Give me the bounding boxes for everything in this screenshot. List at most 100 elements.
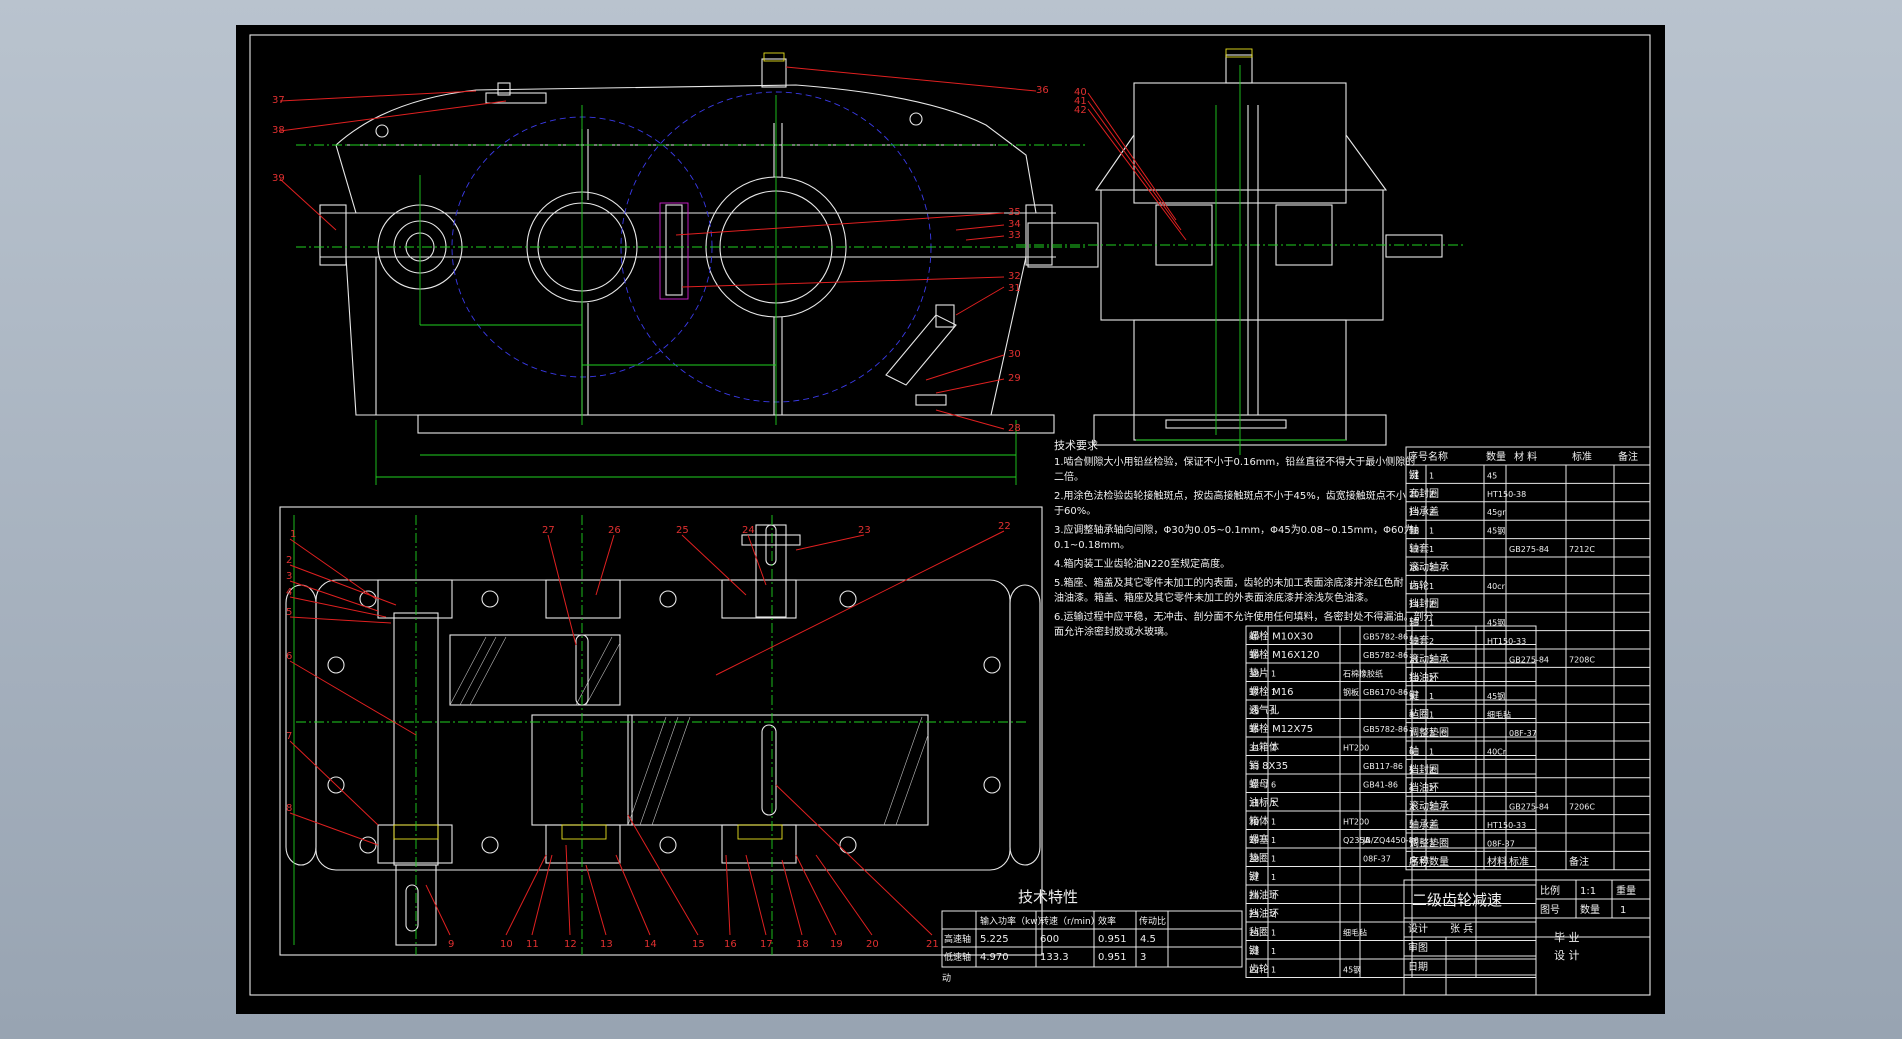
- part-cell: 7208C: [1569, 655, 1595, 664]
- part-cell: 22: [1249, 966, 1259, 975]
- part-cell: 轴套: [1409, 542, 1429, 555]
- part-cell: 1: [1271, 688, 1276, 697]
- part-cell: 1: [1271, 966, 1276, 975]
- part-cell: 36: [1249, 707, 1259, 716]
- balloon-22: 22: [998, 521, 1011, 532]
- part-cell: 垫片: [1249, 667, 1269, 680]
- part-cell: 13: [1409, 619, 1419, 628]
- part-cell: HT150-38: [1487, 490, 1526, 499]
- part-cell: 3: [1409, 803, 1414, 812]
- part-cell: 11: [1409, 655, 1419, 664]
- part-cell: 1: [1271, 873, 1276, 882]
- balloon-13: 13: [600, 939, 613, 950]
- part-cell: 齿轮: [1249, 963, 1269, 976]
- part-cell: 齿轮: [1409, 579, 1429, 592]
- part-cell: 08F-37: [1363, 855, 1391, 864]
- tech-req-line: 3.应调整轴承轴向间隙，Φ30为0.05~0.1mm，Φ45为0.08~0.15…: [1054, 523, 1414, 536]
- tc-cell: 4.5: [1140, 934, 1156, 945]
- part-cell: 7: [1409, 729, 1414, 738]
- part-cell: 38: [1249, 670, 1259, 679]
- part-cell: 2: [1271, 910, 1276, 919]
- part-cell: 螺母: [1249, 779, 1269, 791]
- part-cell: 8: [1409, 711, 1414, 720]
- part-cell: 45钢: [1487, 618, 1505, 628]
- part-cell: 1: [1271, 892, 1276, 901]
- part-cell: 1: [1429, 471, 1434, 480]
- part-cell: 33: [1249, 762, 1259, 771]
- part-cell: 21: [1409, 471, 1419, 480]
- balloon-35: 35: [1008, 207, 1021, 218]
- part-cell: 滚动轴承: [1409, 800, 1449, 813]
- tech-requirements: 技术要求 1.啮合侧隙大小用铅丝检验，保证不小于0.16mm，铅丝直径不得大于最…: [1054, 439, 1434, 638]
- parts-header-cell: 标准: [1509, 856, 1529, 868]
- part-cell: 2: [1429, 784, 1434, 793]
- parts-header-cell: 备注: [1618, 450, 1638, 463]
- part-cell: 29: [1249, 836, 1259, 845]
- part-cell: 7206C: [1569, 803, 1595, 812]
- part-cell: 2: [1429, 839, 1434, 848]
- part-cell: 螺栓 M12X75: [1249, 722, 1313, 735]
- tech-req-line: 油油漆。箱盖、箱座及其它零件未加工的外表面涂底漆并涂浅灰色油漆。: [1054, 591, 1374, 604]
- part-cell: HT150-33: [1487, 637, 1526, 646]
- balloon-7: 7: [286, 731, 292, 742]
- part-cell: HT200: [1343, 818, 1369, 827]
- part-cell: 9: [1409, 692, 1414, 701]
- project-line1: 毕 业: [1554, 931, 1580, 944]
- tech-req-line: 2.用涂色法检验齿轮接触斑点，按齿高接触斑点不小于45%，齿宽接触斑点不小: [1054, 489, 1406, 502]
- part-cell: 螺栓 M16X120: [1249, 648, 1319, 661]
- part-cell: 轴套: [1409, 634, 1429, 647]
- date-label: 日期: [1408, 961, 1428, 973]
- part-cell: GB275-84: [1509, 655, 1549, 664]
- balloon-1: 1: [290, 529, 296, 540]
- balloon-30: 30: [1008, 349, 1021, 360]
- balloon-38: 38: [272, 125, 285, 136]
- balloon-12: 12: [564, 939, 577, 950]
- part-cell: 32: [1249, 781, 1259, 790]
- part-cell: 螺栓 M16: [1249, 685, 1294, 698]
- part-cell: 25: [1249, 910, 1259, 919]
- part-cell: 28: [1249, 855, 1259, 864]
- title-block: 二级齿轮减速 比例 1:1 重量 图号 数量 1 设计 张 兵 审图 日期 毕 …: [1403, 879, 1651, 996]
- part-cell: 08F-37: [1487, 839, 1515, 848]
- part-cell: 键: [1409, 689, 1419, 702]
- parts-header-cell: 标准: [1572, 451, 1592, 463]
- part-cell: 16: [1409, 563, 1419, 572]
- part-cell: GB275-84: [1509, 803, 1549, 812]
- balloon-5: 5: [286, 607, 292, 618]
- part-cell: 2: [1429, 674, 1434, 683]
- part-cell: 轴: [1409, 524, 1419, 537]
- part-cell: 销 8X35: [1249, 759, 1288, 772]
- part-cell: 1: [1429, 692, 1434, 701]
- part-cell: 2: [1429, 637, 1434, 646]
- part-cell: GB41-86: [1363, 781, 1398, 790]
- balloon-29: 29: [1008, 373, 1021, 384]
- part-cell: 18: [1409, 527, 1419, 536]
- part-cell: 挡封圈: [1409, 597, 1439, 610]
- tc-header-ratio: 传动比: [1139, 915, 1166, 927]
- part-cell: 35: [1249, 725, 1259, 734]
- part-cell: 滚动轴承: [1409, 652, 1449, 665]
- balloon-24: 24: [742, 525, 755, 536]
- part-cell: 45钢: [1487, 526, 1505, 536]
- balloon-18: 18: [796, 939, 809, 950]
- part-cell: 挡油环: [1249, 907, 1279, 920]
- tech-req-line: 5.箱座、箱盖及其它零件未加工的内表面，齿轮的未加工表面涂底漆并涂红色耐: [1054, 576, 1404, 589]
- part-cell: 调整垫圈: [1409, 836, 1449, 849]
- tc-header-speed: 转速（r/min）: [1040, 915, 1100, 927]
- side-view: [1016, 48, 1466, 455]
- part-cell: 油标尺: [1249, 796, 1279, 809]
- part-cell: 套封圈: [1409, 487, 1439, 500]
- part-cell: 细毛毡: [1343, 928, 1367, 938]
